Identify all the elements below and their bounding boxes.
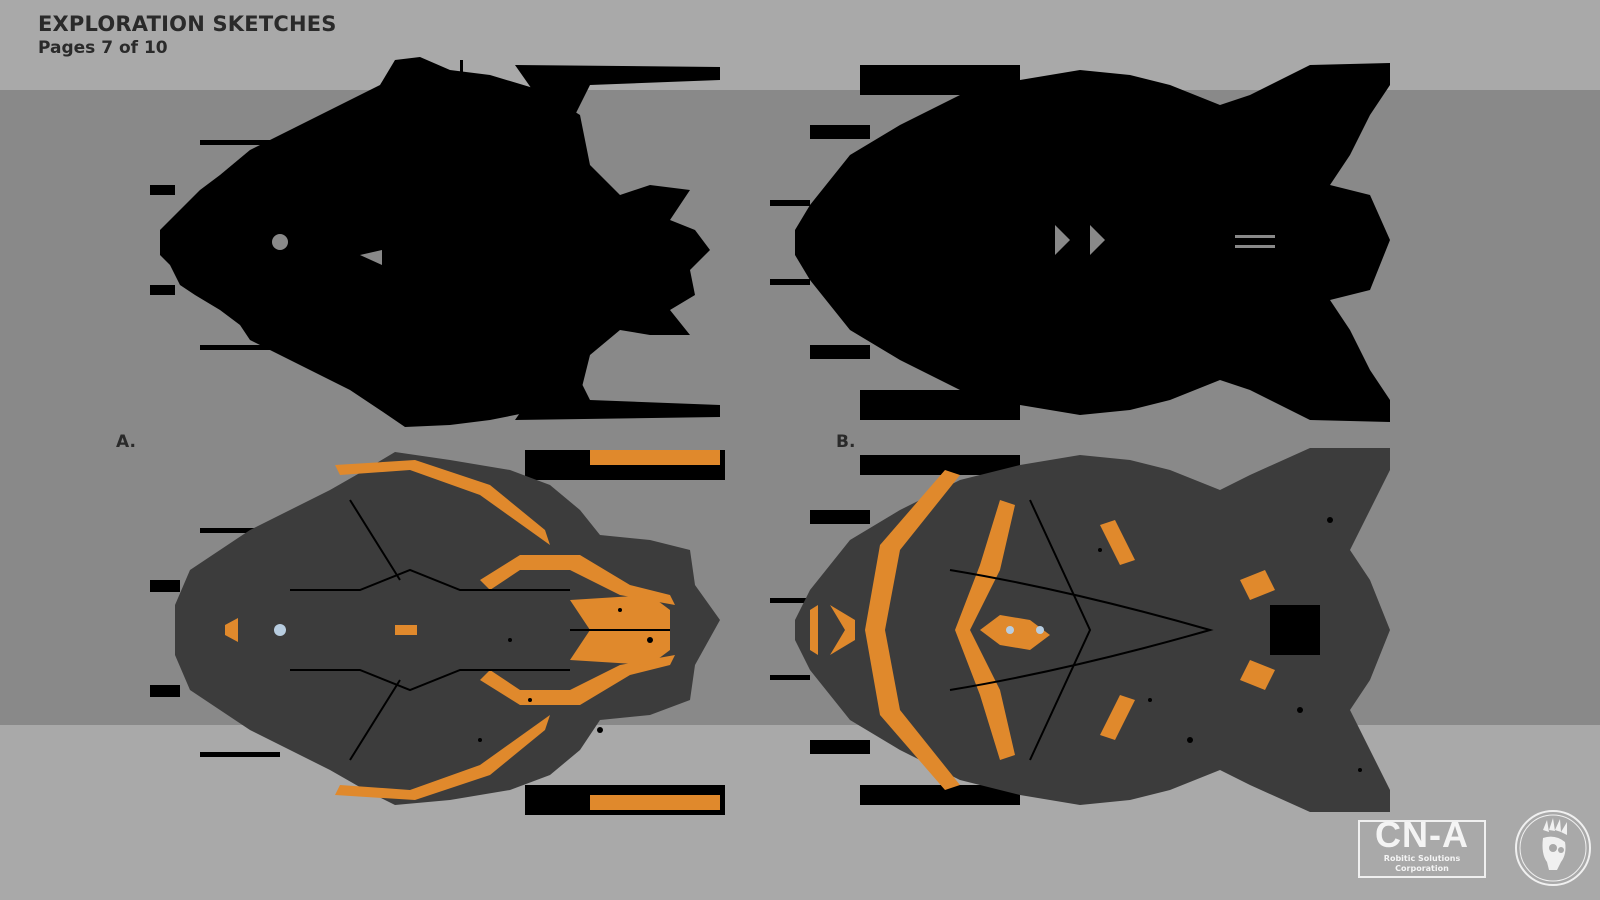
ship-b-silhouette <box>770 63 1390 422</box>
ship-a-colored <box>150 450 725 815</box>
logo-subtext: Robitic Solutions Corporation <box>1383 854 1461 873</box>
design-label-b: B. <box>836 432 856 452</box>
logo-text: CN-A <box>1375 814 1469 855</box>
page-subtitle: Pages 7 of 10 <box>38 38 168 58</box>
company-logo: CN-A Robitic Solutions Corporation <box>1358 816 1486 878</box>
skull-emblem-icon <box>1515 810 1591 886</box>
ship-a-silhouette <box>150 57 720 427</box>
ship-b-colored <box>770 448 1390 812</box>
design-label-a: A. <box>116 432 136 452</box>
page-title: EXPLORATION SKETCHES <box>38 12 337 36</box>
